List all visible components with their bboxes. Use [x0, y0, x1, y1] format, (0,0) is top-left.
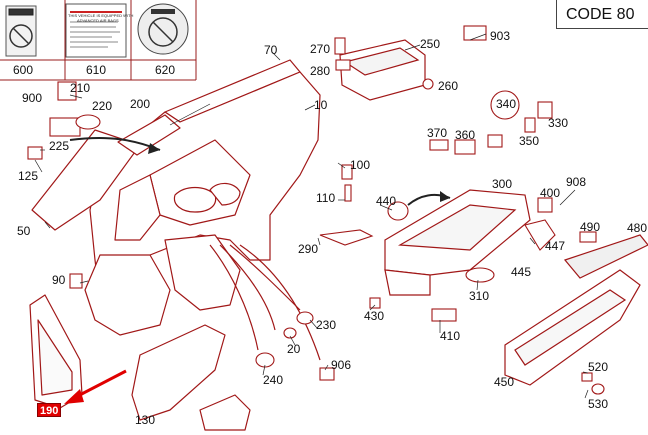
part-label[interactable]: 125 — [18, 169, 39, 183]
part-label[interactable]: 300 — [492, 177, 513, 191]
part-label[interactable]: 50 — [17, 224, 31, 238]
part-label[interactable]: 410 — [440, 329, 461, 343]
highlight-label-text: 190 — [40, 405, 59, 417]
part-label[interactable]: 430 — [364, 309, 385, 323]
highlight-arrow — [64, 369, 127, 404]
part-label[interactable]: 90 — [52, 273, 66, 287]
part-label[interactable]: 20 — [287, 342, 301, 356]
airbag-module — [339, 39, 426, 101]
part-label[interactable]: 230 — [316, 318, 337, 332]
part-label[interactable]: 447 — [545, 239, 566, 253]
part-label[interactable]: 310 — [469, 289, 490, 303]
part-label[interactable]: 400 — [540, 186, 561, 200]
part-label[interactable]: 280 — [310, 64, 331, 78]
flow-arrowhead-left — [148, 143, 160, 154]
part-label[interactable]: 360 — [455, 128, 476, 142]
glove-box-housing — [384, 189, 531, 296]
glove-box-lid — [504, 269, 641, 386]
dashboard-assembly — [29, 59, 321, 431]
part-label[interactable]: 110 — [316, 191, 336, 205]
warning-card-line-1: THIS VEHICLE IS EQUIPPED WITH — [68, 13, 134, 18]
circular-sticker-icon — [137, 3, 189, 55]
part-label[interactable]: 445 — [511, 265, 532, 279]
inset-label-620: 620 — [155, 63, 176, 77]
airbag-sticker-icon — [5, 5, 37, 57]
part-label[interactable]: 370 — [427, 126, 448, 140]
part-label[interactable]: 225 — [49, 139, 70, 153]
part-label[interactable]: 210 — [70, 81, 91, 95]
part-label[interactable]: 10 — [314, 98, 328, 112]
highlighted-part-label[interactable]: 190 — [37, 403, 61, 417]
part-label[interactable]: 130 — [135, 413, 156, 427]
flow-arrowhead-right — [440, 191, 450, 202]
part-label[interactable]: 903 — [490, 29, 511, 43]
warning-card-icon — [65, 3, 127, 58]
leader-lines — [34, 33, 589, 399]
part-label[interactable]: 530 — [588, 397, 609, 411]
part-label[interactable]: 330 — [548, 116, 569, 130]
part-label[interactable]: 270 — [310, 42, 331, 56]
small-parts — [27, 25, 605, 395]
inset-label-610: 610 — [86, 63, 107, 77]
warning-card-line-2: ADVANCED AIR BAGS — [77, 18, 119, 23]
part-label[interactable]: 200 — [130, 97, 151, 111]
part-label[interactable]: 220 — [92, 99, 113, 113]
part-label[interactable]: 440 — [376, 194, 397, 208]
part-label[interactable]: 480 — [627, 221, 648, 235]
inset-frame — [0, 0, 197, 81]
part-label[interactable]: 100 — [350, 158, 371, 172]
part-label[interactable]: 520 — [588, 360, 609, 374]
part-label[interactable]: 450 — [494, 375, 515, 389]
inset-label-600: 600 — [13, 63, 34, 77]
glove-box-liner — [563, 234, 648, 279]
part-label[interactable]: 350 — [519, 134, 540, 148]
part-label[interactable]: 340 — [496, 97, 517, 111]
part-label[interactable]: 490 — [580, 220, 601, 234]
code-box-label: CODE 80 — [566, 6, 635, 23]
code-box: CODE 80 — [556, 0, 648, 29]
part-label[interactable]: 250 — [420, 37, 441, 51]
part-label[interactable]: 906 — [331, 358, 352, 372]
part-label[interactable]: 900 — [22, 91, 43, 105]
part-label[interactable]: 70 — [264, 43, 278, 57]
part-label[interactable]: 290 — [298, 242, 319, 256]
part-label[interactable]: 908 — [566, 175, 587, 189]
part-label[interactable]: 260 — [438, 79, 459, 93]
part-label[interactable]: 240 — [263, 373, 284, 387]
